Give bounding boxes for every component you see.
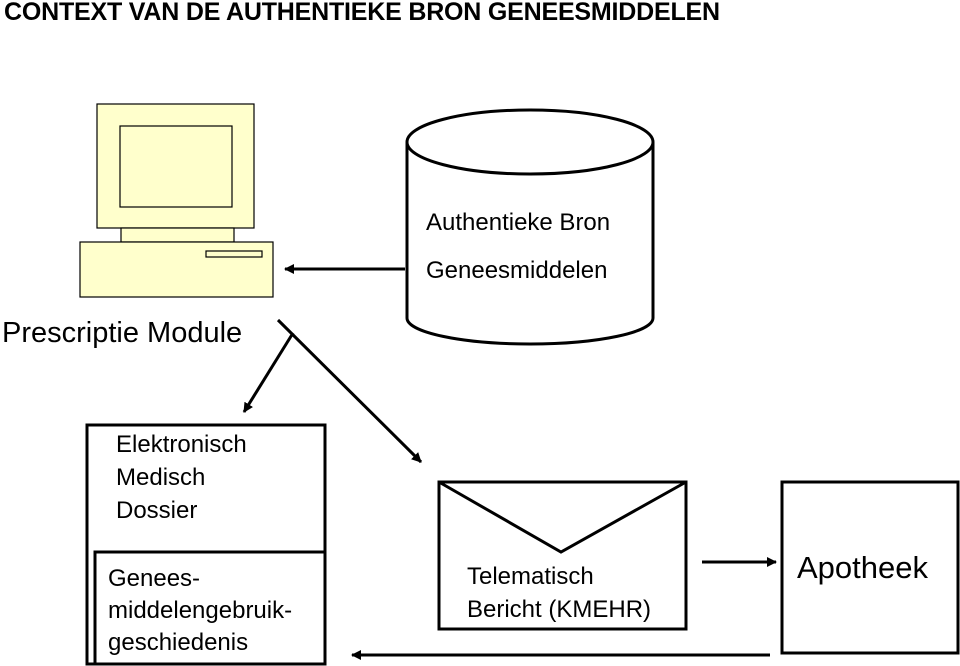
envelope-flap	[438, 480, 687, 554]
computer-neck	[120, 227, 235, 243]
diagram-title: CONTEXT VAN DE AUTHENTIEKE BRON GENEESMI…	[4, 0, 720, 26]
arrow-prescription-to-message	[276, 318, 423, 464]
database-label-line1: Authentieke Bron	[426, 209, 611, 236]
database-body	[405, 142, 655, 346]
message-label-line2: Bericht (KMEHR)	[467, 596, 652, 623]
computer-icon	[79, 103, 274, 298]
database-icon	[405, 108, 655, 346]
prescription-module-label: Prescriptie Module	[2, 317, 243, 349]
envelope-icon	[437, 480, 688, 631]
computer-drive-slot	[205, 250, 263, 258]
medication-history-line2: middelengebruik-	[108, 597, 293, 624]
message-label-line1: Telematisch	[467, 563, 594, 590]
pharmacy-label: Apotheek	[797, 550, 928, 585]
pharmacy-box	[780, 480, 960, 655]
computer-base-unit	[79, 241, 274, 298]
emd-label-line1: Elektronisch	[116, 431, 247, 458]
medication-history-line3: geschiedenis	[108, 629, 249, 656]
database-label-line2: Geneesmiddelen	[426, 257, 608, 284]
computer-screen	[119, 125, 233, 208]
emd-label-line3: Dossier	[116, 497, 198, 524]
database-top	[405, 108, 655, 176]
medication-history-box	[93, 550, 327, 666]
emd-label-line2: Medisch	[116, 464, 206, 491]
medication-history-line1: Genees-	[108, 565, 201, 592]
arrow-prescription-to-emd	[242, 332, 295, 413]
